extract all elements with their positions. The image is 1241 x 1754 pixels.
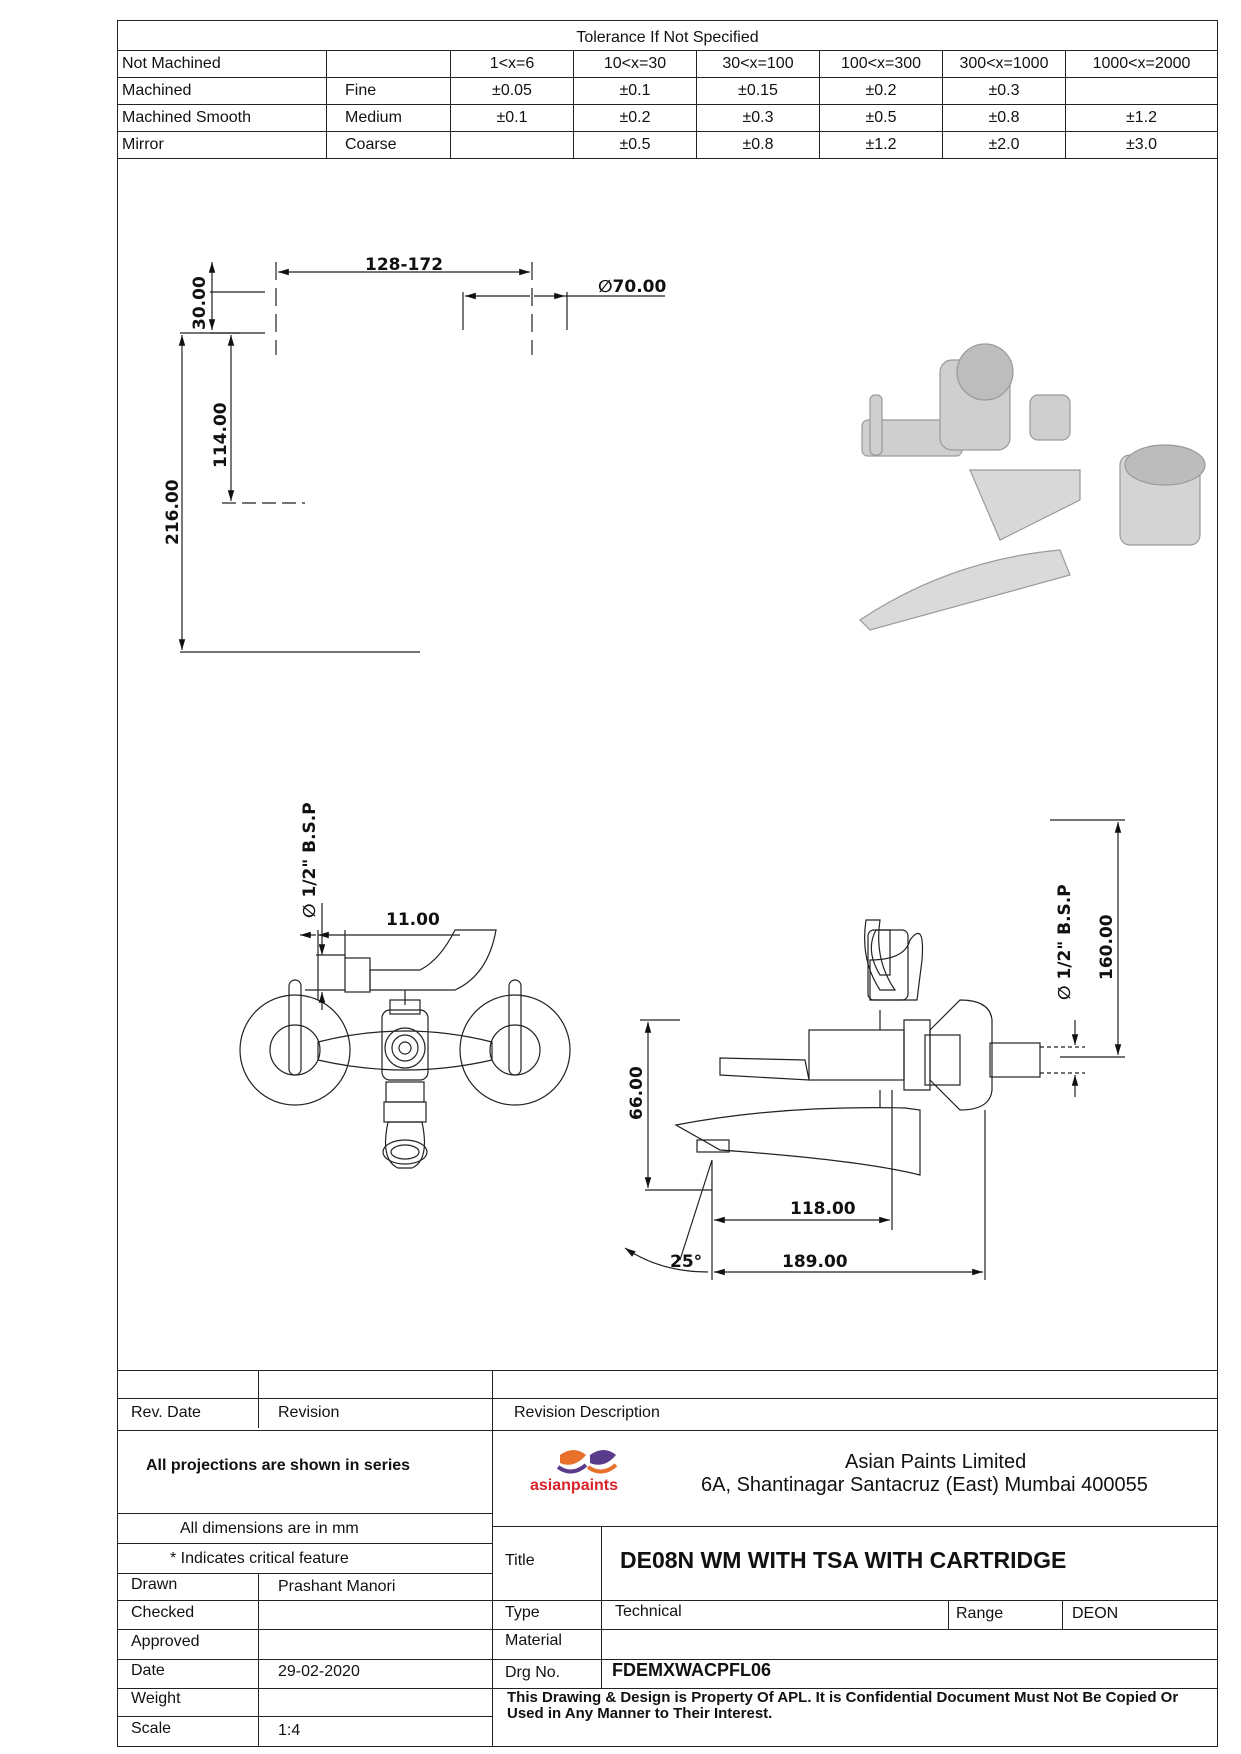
dim-216: 216.00 (163, 479, 183, 545)
dim-bsp-right: ∅ 1/2" B.S.P (1055, 884, 1075, 1000)
weight-label: Weight (131, 1690, 181, 1707)
range-2: 10<x=30 (573, 50, 697, 78)
range-value: DEON (1072, 1605, 1119, 1622)
tb-line (492, 1370, 493, 1747)
dim-128-172: 128-172 (365, 255, 443, 275)
dim-dia70: ∅70.00 (598, 277, 667, 297)
critical-note: * Indicates critical feature (170, 1550, 349, 1567)
finish-not-machined: Not Machined (117, 50, 327, 78)
drawn-value: Prashant Manori (278, 1578, 396, 1595)
class-coarse: Coarse (326, 131, 451, 159)
range-4: 100<x=300 (819, 50, 943, 78)
side-view (624, 819, 1125, 1280)
projections-note: All projections are shown in series (146, 1457, 411, 1474)
asianpaints-logo: asianpaints (530, 1443, 670, 1499)
dim-189: 189.00 (782, 1252, 848, 1272)
top-dimension-view (178, 262, 665, 653)
dim-160: 160.00 (1097, 914, 1117, 980)
dim-30: 30.00 (190, 276, 210, 330)
date-label: Date (131, 1662, 165, 1679)
revision-description-label: Revision Description (514, 1404, 660, 1421)
tol-cell: ±0.5 (573, 131, 697, 159)
tb-line (601, 1526, 602, 1688)
dim-118: 118.00 (790, 1199, 856, 1219)
drg-no-label: Drg No. (505, 1664, 561, 1681)
rev-date-label: Rev. Date (131, 1404, 201, 1421)
tb-line (117, 1629, 1218, 1630)
scale-label: Scale (131, 1720, 172, 1737)
tol-cell: ±0.05 (450, 77, 574, 105)
scale-value: 1:4 (278, 1722, 301, 1739)
drawing-title: DE08N WM WITH TSA WITH CARTRIDGE (620, 1547, 1067, 1573)
drg-no-value: FDEMXWACPFL06 (612, 1660, 772, 1680)
type-value: Technical (615, 1603, 682, 1620)
tol-cell: ±0.8 (696, 131, 820, 159)
tb-line (948, 1600, 949, 1629)
asianpaints-logo-mark (556, 1450, 618, 1474)
tb-line (117, 1716, 492, 1717)
company-address: 6A, Shantinagar Santacruz (East) Mumbai … (701, 1474, 1148, 1496)
tol-cell: ±2.0 (942, 131, 1066, 159)
tol-cell: ±0.8 (942, 104, 1066, 132)
tolerance-table: Tolerance If Not Specified Not Machined … (117, 26, 1218, 159)
tol-cell: ±3.0 (1065, 131, 1218, 159)
tb-line (117, 1688, 1218, 1689)
tol-cell: ±0.3 (696, 104, 820, 132)
drawn-label: Drawn (131, 1576, 178, 1593)
tb-line (258, 1573, 259, 1747)
front-view (239, 903, 571, 1169)
title-label: Title (505, 1552, 535, 1569)
drawing-frame (117, 20, 1218, 1747)
tol-cell: ±0.3 (942, 77, 1066, 105)
tb-line (117, 1600, 1218, 1601)
type-label: Type (505, 1604, 540, 1621)
dim-bsp-left: ∅ 1/2" B.S.P (300, 802, 320, 918)
confidential-note: This Drawing & Design is Property Of APL… (507, 1689, 1179, 1722)
tb-line (117, 1430, 1218, 1431)
tb-line (117, 1659, 1218, 1660)
dimensions-note: All dimensions are in mm (180, 1520, 359, 1537)
tb-line (117, 1573, 492, 1574)
tb-line (117, 1370, 1218, 1371)
tol-cell: ±1.2 (819, 131, 943, 159)
tol-cell (450, 131, 574, 159)
tb-line (1062, 1600, 1063, 1629)
finish-mirror: Mirror (117, 131, 327, 159)
tolerance-title: Tolerance If Not Specified (117, 26, 1218, 51)
range-5: 300<x=1000 (942, 50, 1066, 78)
tol-cell: ±0.5 (819, 104, 943, 132)
tol-cell: ±0.2 (573, 104, 697, 132)
tb-line (258, 1370, 259, 1428)
company-name: Asian Paints Limited (845, 1451, 1027, 1473)
range-6: 1000<x=2000 (1065, 50, 1218, 78)
dim-11: 11.00 (386, 910, 440, 930)
dim-114: 114.00 (211, 402, 231, 468)
tol-cell: ±0.15 (696, 77, 820, 105)
logo-text: asianpaints (530, 1477, 619, 1494)
range-label: Range (956, 1605, 1004, 1622)
material-label: Material (505, 1632, 562, 1649)
approved-label: Approved (131, 1633, 200, 1650)
tb-line (117, 1543, 492, 1544)
tb-line (117, 1398, 1218, 1399)
revision-label: Revision (278, 1404, 340, 1421)
dim-25-deg: 25° (670, 1252, 702, 1272)
isometric-render (859, 343, 1206, 631)
dim-66: 66.00 (627, 1066, 647, 1120)
checked-label: Checked (131, 1604, 195, 1621)
finish-machined: Machined (117, 77, 327, 105)
tb-line (117, 1513, 492, 1514)
date-value: 29-02-2020 (278, 1663, 360, 1680)
tb-line (492, 1526, 1218, 1527)
